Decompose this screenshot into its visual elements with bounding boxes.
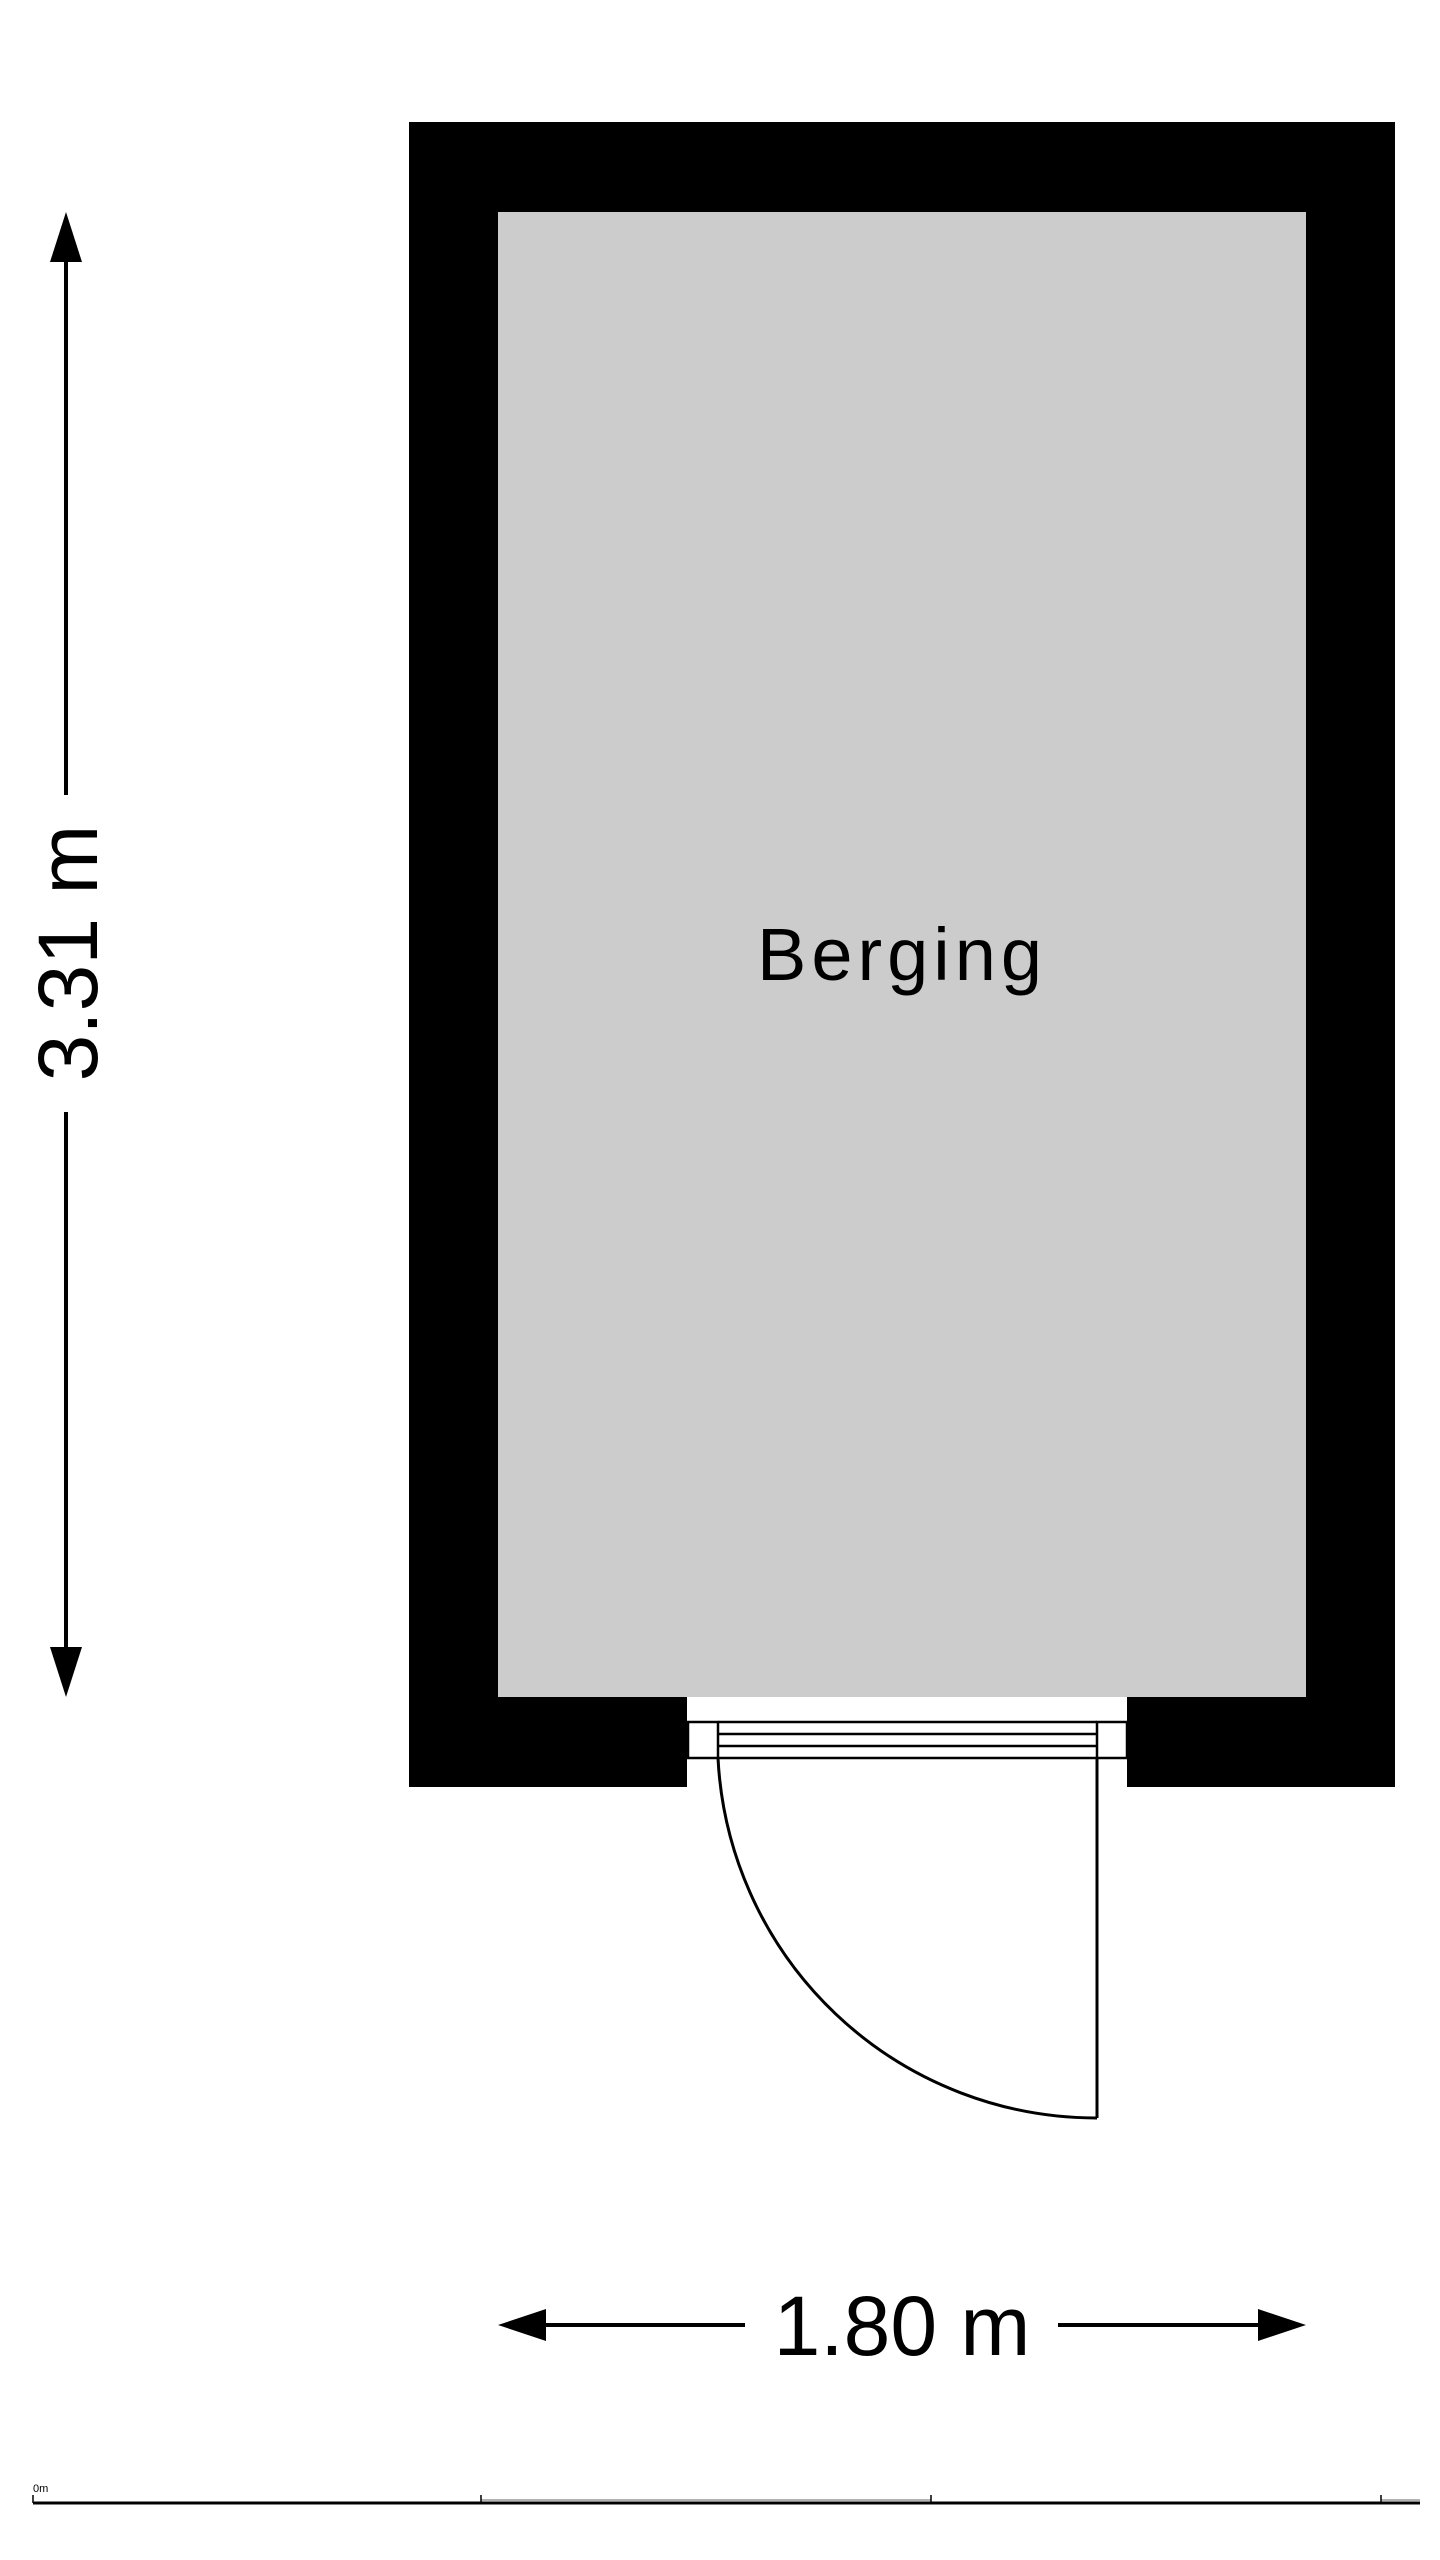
walls <box>409 122 1395 1787</box>
wall-top <box>409 122 1395 212</box>
scale-bar: 0m <box>32 2483 1420 2505</box>
scale-bar-start-label: 0m <box>33 2483 48 2495</box>
door-jamb-right <box>1095 1720 1129 1760</box>
door-frame <box>686 1720 1129 1760</box>
arrow-right-icon <box>1258 2309 1306 2341</box>
wall-right <box>1306 122 1395 1787</box>
height-dimension-label: 3.31 m <box>21 825 115 1082</box>
arrow-left-icon <box>498 2309 546 2341</box>
door-swing-arc <box>716 1757 1098 2120</box>
arrow-up-icon <box>50 212 82 262</box>
wall-left <box>409 122 498 1787</box>
width-dimension: 1.80 m <box>498 2279 1306 2373</box>
door-jamb-left <box>686 1720 720 1760</box>
arrow-down-icon <box>50 1647 82 1697</box>
door <box>716 1757 1099 2120</box>
room-floor <box>498 212 1306 1697</box>
room-label: Berging <box>757 913 1047 996</box>
width-dimension-label: 1.80 m <box>774 2279 1031 2373</box>
wall-bottom-right <box>1127 1697 1395 1787</box>
height-dimension: 3.31 m <box>21 212 115 1697</box>
wall-bottom-left <box>409 1697 687 1787</box>
